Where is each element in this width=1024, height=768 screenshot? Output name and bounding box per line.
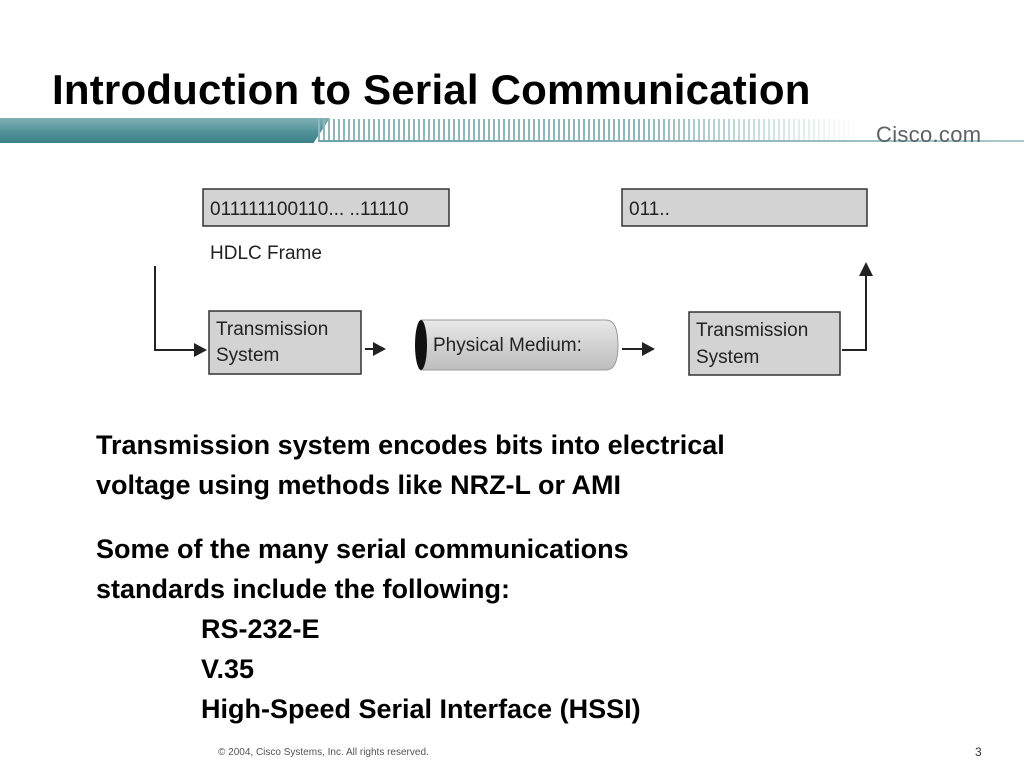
- sender-bits-text: 011111100110... ..11110: [210, 199, 409, 220]
- brand-logo: Cisco.com: [876, 122, 982, 147]
- receiver-bits-box: 011..: [621, 188, 868, 227]
- input-arrow: [154, 266, 207, 357]
- paragraph-standards-line1: Some of the many serial communications: [96, 534, 629, 564]
- header-band-stripes: [318, 119, 858, 141]
- hdlc-frame-label: HDLC Frame: [210, 243, 322, 264]
- receiver-line2: System: [696, 347, 759, 368]
- medium-label: Physical Medium:: [433, 335, 582, 356]
- receiver-line1: Transmission: [696, 320, 808, 341]
- slide-title: Introduction to Serial Communication: [52, 66, 811, 113]
- page-number: 3: [975, 745, 982, 759]
- sender-bits-box: 011111100110... ..11110: [202, 188, 450, 227]
- standard-item-v35: V.35: [201, 654, 255, 684]
- transmitter-line2: System: [216, 345, 279, 366]
- arrow-to-receiver: [622, 342, 655, 356]
- standard-item-hssi: High-Speed Serial Interface (HSSI): [201, 694, 641, 724]
- paragraph-standards: Some of the many serial communications s…: [96, 529, 641, 729]
- arrow-to-medium: [365, 342, 386, 356]
- receiver-bits-text: 011..: [629, 199, 670, 220]
- transmitter-line1: Transmission: [216, 319, 328, 340]
- header-band-teal: [0, 118, 330, 143]
- header-band: [0, 118, 1024, 143]
- paragraph-encoding: Transmission system encodes bits into el…: [96, 425, 725, 505]
- copyright-footer: © 2004, Cisco Systems, Inc. All rights r…: [218, 747, 429, 758]
- physical-medium-cylinder: Physical Medium:: [415, 319, 619, 371]
- paragraph-encoding-line2: voltage using methods like NRZ-L or AMI: [96, 470, 622, 500]
- receiver-box: Transmission System: [688, 311, 841, 376]
- header-band-line: [318, 140, 1024, 142]
- paragraph-standards-line2: standards include the following:: [96, 574, 511, 604]
- standard-item-rs232: RS-232-E: [201, 614, 320, 644]
- transmitter-box: Transmission System: [208, 310, 362, 375]
- output-arrow: [842, 262, 873, 351]
- paragraph-encoding-line1: Transmission system encodes bits into el…: [96, 430, 725, 460]
